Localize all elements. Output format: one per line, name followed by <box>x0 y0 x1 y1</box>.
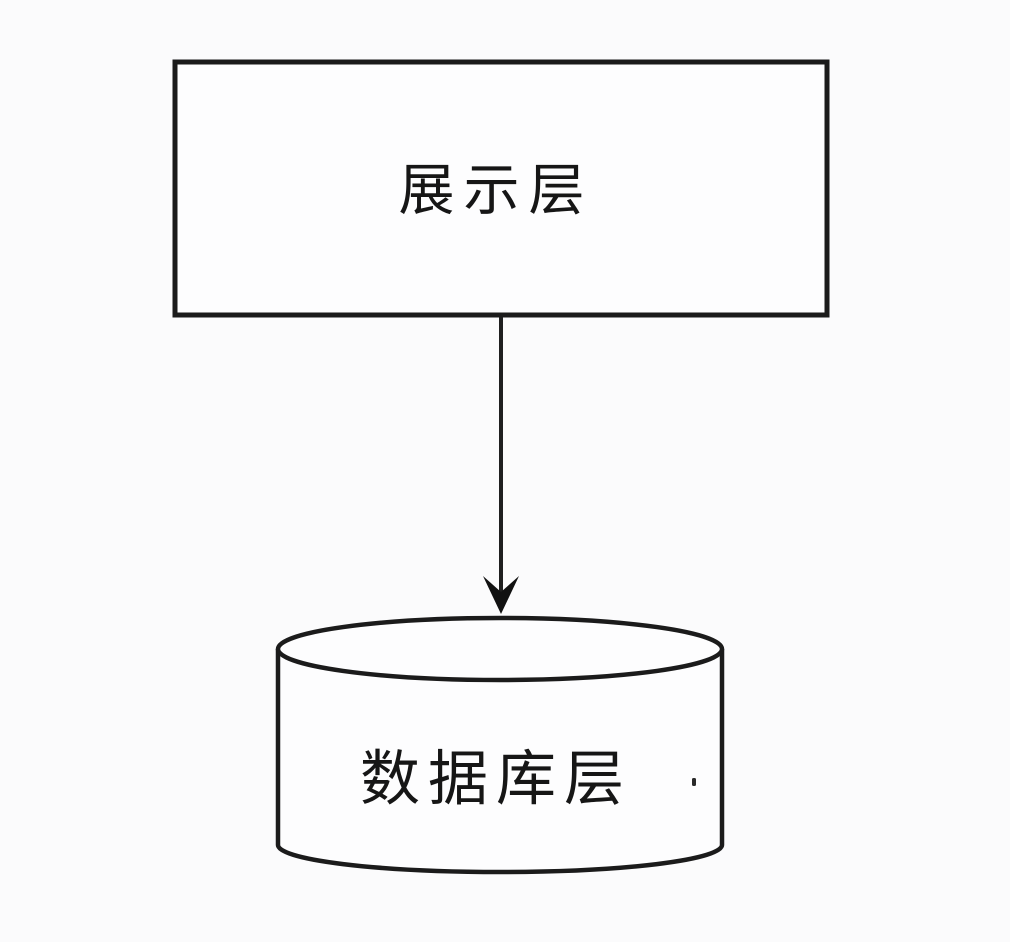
node-presentation-layer: 展示层 <box>172 59 830 318</box>
presentation-layer-box <box>172 59 830 318</box>
database-cylinder-top <box>275 615 725 683</box>
database-layer-label: 数据库层 <box>360 746 632 813</box>
database-cylinder-body <box>275 649 725 875</box>
edge-presentation-to-database <box>483 317 519 614</box>
node-database-layer: 数据库层 <box>275 615 725 875</box>
presentation-layer-label: 展示层 <box>399 159 594 222</box>
arrow-head-icon <box>483 576 519 614</box>
stray-ink-mark <box>692 778 696 786</box>
